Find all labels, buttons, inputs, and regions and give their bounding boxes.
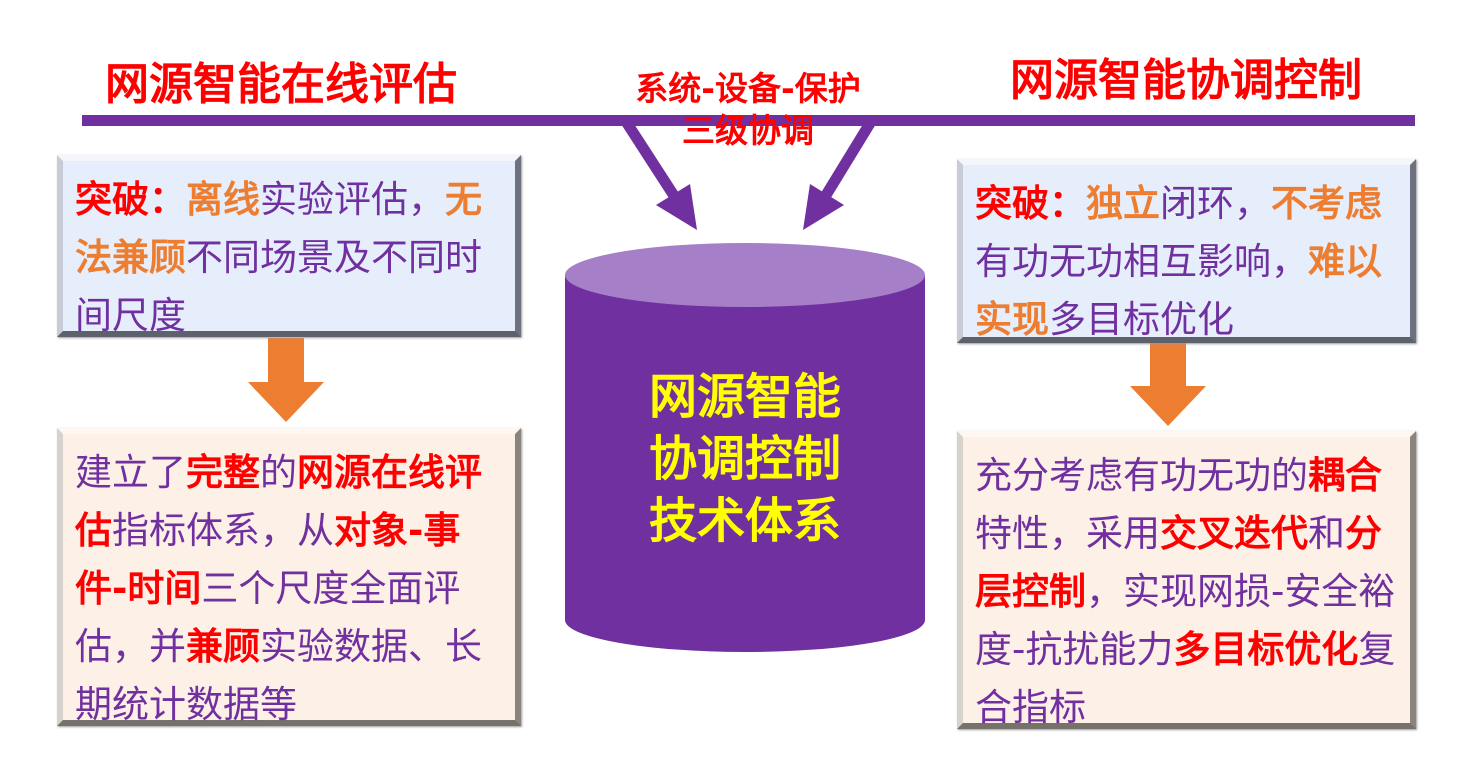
text-segment: 三个尺度全面评估，并 [75,567,461,668]
highlight-text: 完整 [186,451,260,494]
text-segment: 实验数据、长期统计数据等 [75,625,482,726]
left-down-arrow [248,338,324,422]
text-segment: 特性，采用 [975,512,1160,555]
highlight-text: 网源在线评估 [75,451,482,552]
right-diagonal-arrow [803,117,877,230]
highlight-text: 交叉迭代 [1160,512,1308,555]
right-title: 网源智能协调控制 [1010,55,1362,106]
text-segment: 复合指标 [975,628,1396,729]
text-segment: 实验评估， [260,178,445,221]
cylinder-line-3: 技术体系 [648,493,841,549]
cylinder-label: 网源智能 协调控制 技术体系 [565,366,925,552]
text-segment: 指标体系，从 [112,509,334,552]
left-diagonal-arrow [620,117,697,230]
highlight-text: 对象-事件-时间 [75,509,461,610]
text-segment: 建立了 [75,451,186,494]
top-bar-line [82,115,1415,126]
cylinder [565,243,925,652]
highlight-text: 难以实现 [975,240,1382,341]
highlight-text: 多目标优化 [1173,628,1359,671]
highlight-text: 离线 [186,178,260,221]
text-segment: 多目标优化 [1049,298,1234,341]
right-breakthrough-box: 突破：独立闭环，不考虑有功无功相互影响，难以实现多目标优化 [957,159,1416,343]
highlight-text: 突破： [75,178,186,221]
right-down-arrow [1130,342,1206,426]
highlight-text: 不考虑 [1271,182,1382,225]
highlight-text: 分层控制 [975,512,1382,613]
center-label: 系统-设备-保护 三级协调 [578,68,918,152]
cylinder-line-1: 网源智能 [648,369,841,425]
text-segment: 闭环， [1160,182,1271,225]
center-label-line2: 三级协调 [682,111,814,150]
text-segment: ，实现网损-安全裕度-抗扰能力 [975,570,1396,671]
cylinder-line-2: 协调控制 [648,431,841,487]
highlight-text: 兼顾 [186,625,260,668]
highlight-text: 无法兼顾 [75,178,482,279]
left-breakthrough-box: 突破：离线实验评估，无法兼顾不同场景及不同时间尺度 [57,155,521,337]
left-title: 网源智能在线评估 [105,59,457,110]
text-segment: 的 [260,451,297,494]
highlight-text: 独立 [1086,182,1160,225]
text-segment: 和 [1308,512,1345,555]
highlight-text: 耦合 [1308,454,1382,497]
text-segment: 不同场景及不同时间尺度 [75,236,482,337]
center-label-line1: 系统-设备-保护 [635,69,861,108]
text-segment: 有功无功相互影响， [975,240,1308,283]
highlight-text: 突破： [975,182,1086,225]
right-solution-box: 充分考虑有功无功的耦合特性，采用交叉迭代和分层控制，实现网损-安全裕度-抗扰能力… [957,431,1416,729]
text-segment: 充分考虑有功无功的 [975,454,1308,497]
left-solution-box: 建立了完整的网源在线评估指标体系，从对象-事件-时间三个尺度全面评估，并兼顾实验… [57,428,521,726]
